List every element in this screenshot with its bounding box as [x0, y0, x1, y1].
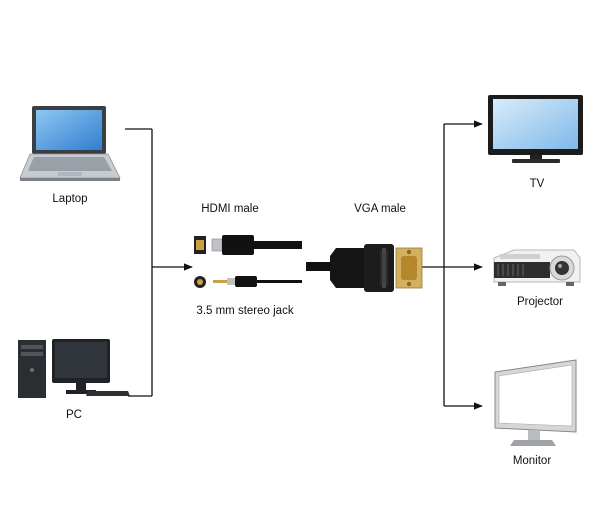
hdmi-male-label: HDMI male: [201, 203, 259, 215]
hdmi-connector-icon: [194, 235, 302, 255]
tv-icon: [488, 95, 583, 163]
vga-connector-icon: [306, 244, 423, 292]
laptop-label: Laptop: [52, 193, 88, 205]
laptop-icon: [19, 106, 121, 181]
output-connector-lines: [422, 120, 483, 410]
tv-label: TV: [529, 178, 545, 190]
audio-jack-label: 3.5 mm stereo jack: [196, 305, 294, 317]
monitor-icon: [494, 359, 577, 446]
vga-male-label: VGA male: [354, 203, 406, 215]
pc-label: PC: [66, 409, 82, 421]
projector-label: Projector: [516, 296, 564, 308]
projector-icon: [493, 249, 581, 286]
input-connector-lines: [125, 128, 193, 397]
audio-jack-icon: [194, 276, 302, 288]
desktop-pc-icon: [18, 339, 130, 398]
monitor-label: Monitor: [512, 455, 552, 467]
